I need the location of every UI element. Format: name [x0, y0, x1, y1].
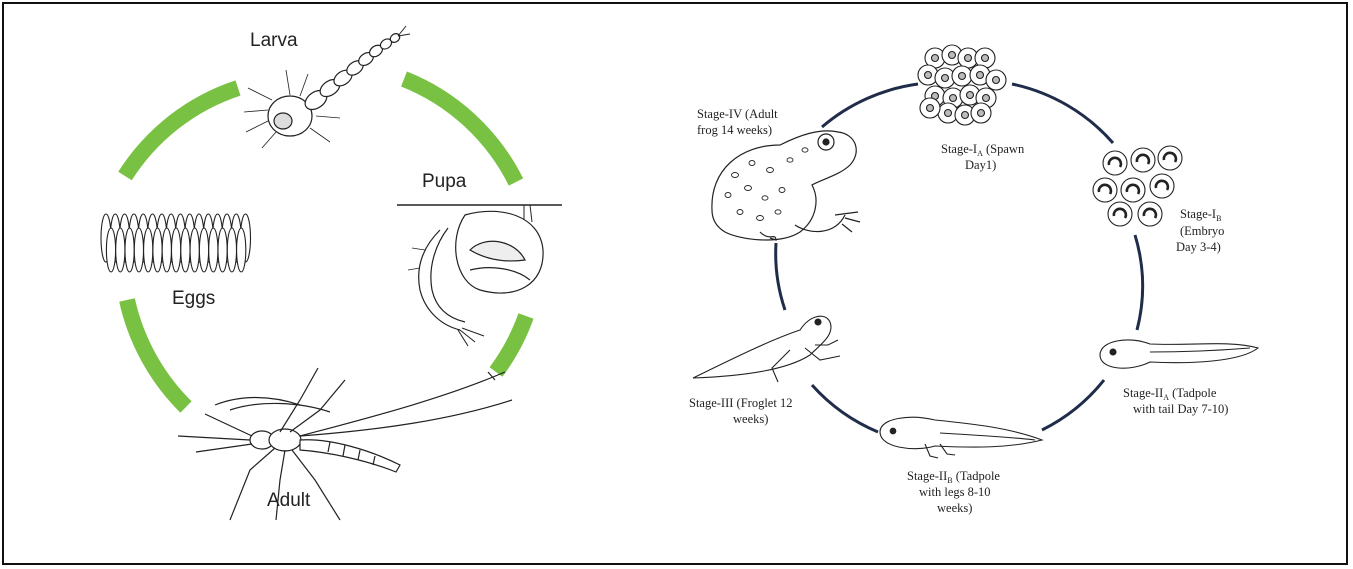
spawn-egg-core	[932, 55, 939, 62]
tadpole-legs-illustration	[880, 417, 1042, 458]
arc-eggs-to-larva	[125, 88, 238, 176]
label-stage-ia: Stage-IA (Spawn Day1)	[941, 142, 1027, 172]
spawn-egg-core	[977, 72, 984, 79]
egg	[227, 228, 236, 272]
embryo-egg	[1138, 202, 1162, 226]
spawn-egg-core	[993, 77, 1000, 84]
spawn-egg-core	[962, 112, 969, 119]
tadpole-tail-illustration	[1100, 340, 1258, 368]
pupa-illustration	[397, 205, 562, 346]
spawn-egg-core	[925, 72, 932, 79]
spawn-egg-core	[942, 75, 949, 82]
arc-froglet-to-adult	[776, 243, 785, 310]
spawn-illustration	[918, 45, 1006, 125]
egg	[181, 228, 190, 272]
egg	[237, 228, 246, 272]
embryo-egg	[1108, 202, 1132, 226]
label-stage-iib: Stage-IIB (Tadpole with legs 8-10 weeks)	[907, 469, 1003, 515]
spawn-egg-core	[949, 52, 956, 59]
label-stage-iia: Stage-IIA (Tadpole with tail Day 7-10)	[1123, 386, 1228, 416]
label-stage-ib: Stage-IB (Embryo Day 3-4)	[1176, 207, 1228, 254]
spawn-egg-core	[965, 55, 972, 62]
spawn-egg-core	[959, 73, 966, 80]
egg	[134, 228, 143, 272]
egg	[190, 228, 199, 272]
arc-legs-to-froglet	[812, 385, 878, 432]
arc-adult-to-spawn	[822, 84, 918, 127]
eggs-illustration	[101, 214, 251, 272]
label-stage-iii: Stage-III (Froglet 12 weeks)	[689, 396, 796, 426]
label-larva: Larva	[250, 30, 298, 51]
mosquito-life-cycle: Larva Pupa Eggs	[101, 26, 562, 520]
froglet-illustration	[693, 316, 840, 382]
egg	[199, 228, 208, 272]
egg	[209, 228, 218, 272]
arc-pupa-to-adult	[496, 316, 526, 372]
adult-frog-illustration	[712, 131, 860, 240]
adult-mosquito-illustration	[178, 368, 512, 520]
egg	[162, 228, 171, 272]
larva-segments	[302, 32, 402, 114]
arc-spawn-to-embryo	[1012, 84, 1113, 143]
spawn-egg-core	[983, 95, 990, 102]
spawn-egg-core	[967, 92, 974, 99]
label-stage-iv: Stage-IV (Adult frog 14 weeks)	[697, 107, 781, 137]
spawn-egg-core	[950, 95, 957, 102]
spawn-egg-core	[978, 110, 985, 117]
spawn-egg-core	[982, 55, 989, 62]
arc-adult-to-eggs	[127, 300, 186, 407]
spawn-egg-core	[945, 110, 952, 117]
embryo-egg	[1158, 146, 1182, 170]
label-pupa: Pupa	[422, 171, 467, 192]
embryo-egg	[1150, 174, 1174, 198]
egg	[218, 228, 227, 272]
egg	[106, 228, 115, 272]
embryo-egg	[1131, 148, 1155, 172]
egg	[125, 228, 134, 272]
embryo-egg	[1093, 178, 1117, 202]
label-adult: Adult	[267, 490, 311, 511]
embryo-illustration	[1093, 146, 1182, 226]
egg	[116, 228, 125, 272]
arc-tadpole-to-legs	[1042, 380, 1104, 430]
egg	[153, 228, 162, 272]
frog-life-cycle: Stage-IA (Spawn Day1) Stage-IB (Embryo D…	[689, 45, 1258, 515]
label-eggs: Eggs	[172, 288, 215, 309]
embryo-egg	[1103, 151, 1127, 175]
egg	[172, 228, 181, 272]
arc-larva-to-pupa	[404, 79, 516, 182]
arc-embryo-to-tadpole	[1135, 235, 1143, 330]
spawn-egg-core	[927, 105, 934, 112]
embryo-egg	[1121, 178, 1145, 202]
egg	[144, 228, 153, 272]
